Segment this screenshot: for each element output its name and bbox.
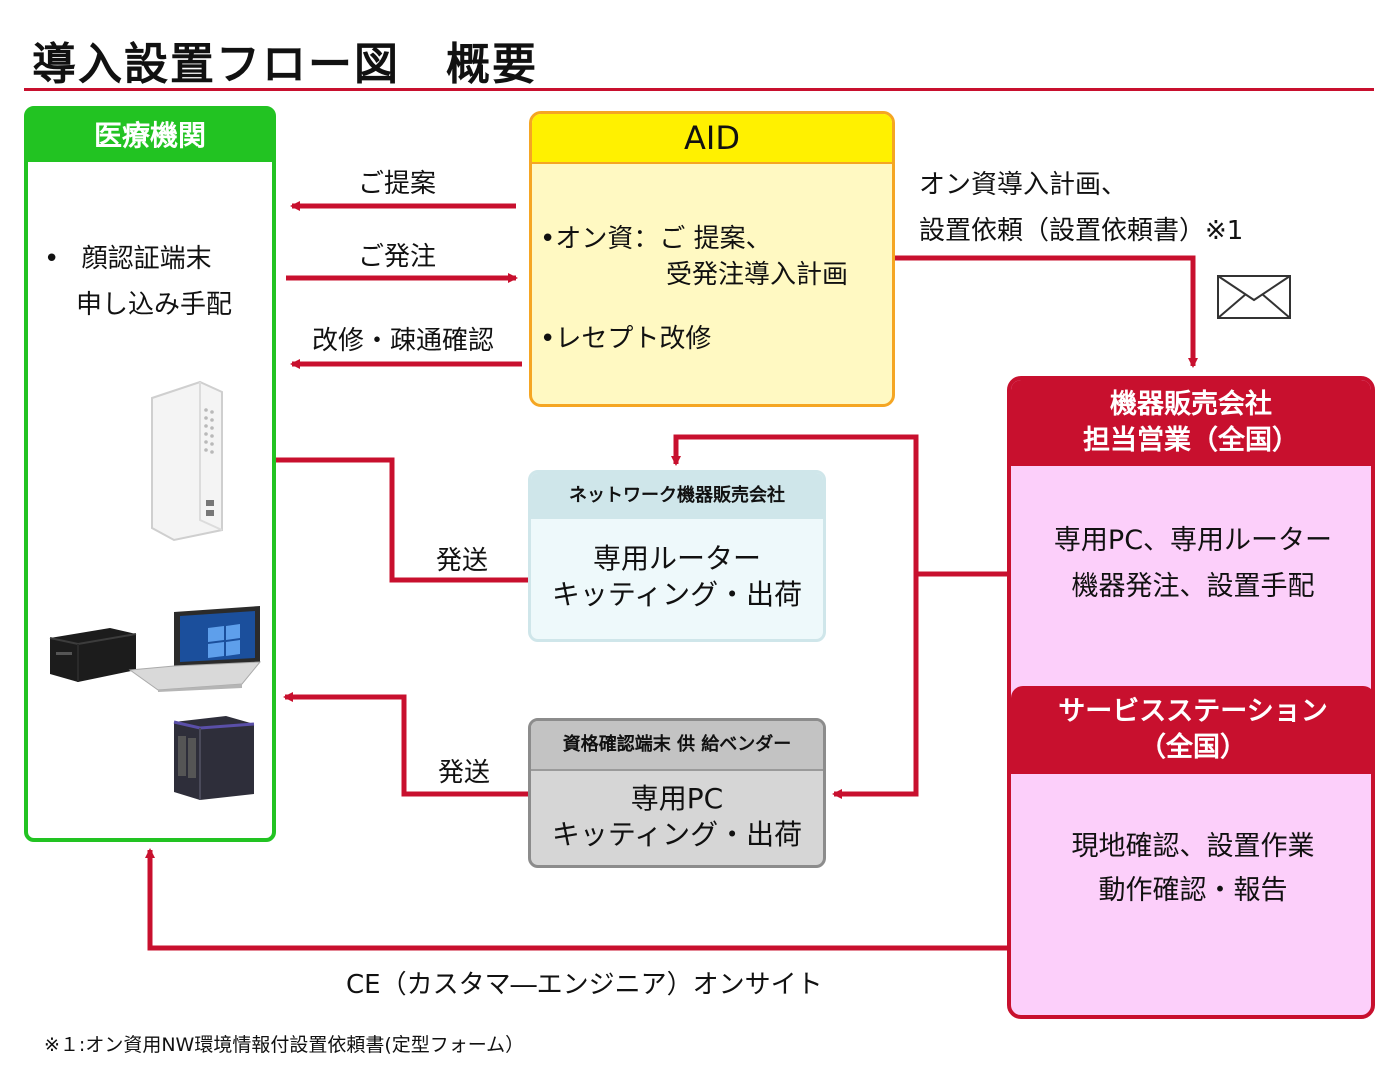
network-vendor-line1: 専用ルーター xyxy=(592,542,761,575)
label-plan-line1: オン資導入計画、 xyxy=(919,170,1128,200)
label-ship-pc: 発送 xyxy=(438,758,491,788)
service-station-header-line1: サービスステーション xyxy=(1058,696,1328,727)
footnote: ※１:オン資用NW環境情報付設置依頼書(定型フォーム） xyxy=(44,1034,525,1056)
pc-vendor-line1: 専用PC xyxy=(630,782,724,815)
arrow-sales-to-pc-vendor xyxy=(832,574,919,799)
network-vendor-line2: キッティング・出荷 xyxy=(551,578,803,611)
service-station-line2: 動作確認・報告 xyxy=(1098,875,1288,906)
service-station-header-line2: （全国） xyxy=(1139,732,1247,763)
service-station-line1: 現地確認、設置作業 xyxy=(1071,831,1315,862)
equipment-sales-line2: 機器発注、設置手配 xyxy=(1071,571,1315,602)
mail-envelope-icon xyxy=(1217,275,1291,319)
arrow-sales-to-vendors xyxy=(671,434,1007,577)
arrow-ce-onsite xyxy=(145,848,1007,951)
label-ce-onsite: CE（カスタマ―エンジニア）オンサイト xyxy=(346,970,823,1000)
pc-vendor-header: 資格確認端末 供 給ベンダー xyxy=(531,721,823,771)
equipment-sales-header: 機器販売会社 担当営業（全国） xyxy=(1011,380,1371,466)
label-renovation: 改修・疎通確認 xyxy=(312,326,495,356)
page-title: 導入設置フロー図 概要 xyxy=(32,39,538,90)
equipment-sales-line1: 専用PC、専用ルーター xyxy=(1053,525,1333,556)
aid-line1: •オン資：ご 提案、 xyxy=(540,224,772,254)
nas-storage-icon xyxy=(173,716,255,800)
equipment-sales-header-line1: 機器販売会社 xyxy=(1110,389,1272,420)
arrow-ship-router xyxy=(256,455,528,583)
label-plan-line2: 設置依頼（設置依頼書）※1 xyxy=(919,216,1244,246)
network-vendor-header: ネットワーク機器販売会社 xyxy=(531,473,823,519)
medical-institution-header: 医療機関 xyxy=(28,110,272,162)
medical-institution-box: 医療機関 xyxy=(24,106,276,842)
label-ship-router: 発送 xyxy=(436,546,489,576)
aid-line3: •レセプト改修 xyxy=(540,324,712,354)
service-station-header: サービスステーション （全国） xyxy=(1011,686,1375,774)
medical-bullet: • 顔認証端末 申し込み手配 xyxy=(44,236,232,328)
label-proposal: ご提案 xyxy=(358,169,437,199)
laptop-icon xyxy=(128,606,262,692)
title-divider xyxy=(24,88,1374,91)
network-vendor-box: ネットワーク機器販売会社 専用ルーター キッティング・出荷 xyxy=(528,470,826,642)
arrow-ship-pc xyxy=(283,692,528,797)
label-order: ご発注 xyxy=(358,242,437,272)
desktop-pc-icon xyxy=(49,628,137,682)
equipment-sales-header-line2: 担当営業（全国） xyxy=(1083,425,1299,456)
pc-vendor-line2: キッティング・出荷 xyxy=(551,818,803,851)
aid-line2: 受発注導入計画 xyxy=(666,260,849,290)
bullet-line1: 顔認証端末 xyxy=(81,244,212,274)
bullet-mark: • xyxy=(44,244,60,274)
pc-vendor-box: 資格確認端末 供 給ベンダー 専用PC キッティング・出荷 xyxy=(528,718,826,868)
router-device-icon xyxy=(151,380,223,542)
aid-box: AID •オン資：ご 提案、 受発注導入計画 •レセプト改修 xyxy=(529,111,895,407)
arrow-plan-request xyxy=(895,255,1198,368)
aid-header: AID xyxy=(532,114,892,164)
bullet-line2: 申し込み手配 xyxy=(76,290,233,320)
